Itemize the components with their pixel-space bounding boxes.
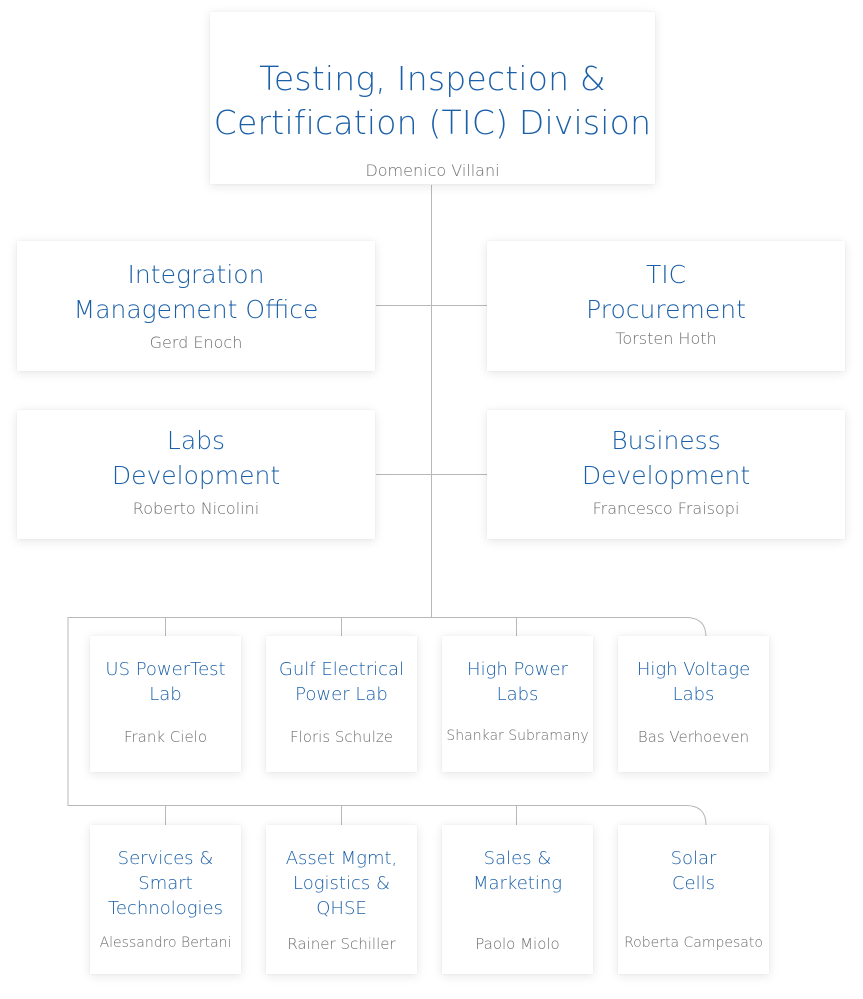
unit-head: Floris Schulze <box>290 728 393 746</box>
unit-title: Sales & Marketing <box>472 848 563 894</box>
unit-title: Gulf Electrical Power Lab <box>278 659 405 705</box>
unit-title: Services & Smart Technologies <box>107 848 223 919</box>
unit-head: Gerd Enoch <box>149 333 243 352</box>
unit-box-us-powertest-lab: US PowerTest Lab Frank Cielo <box>90 636 241 772</box>
unit-head: Paolo Miolo <box>475 935 560 953</box>
unit-title: Business Development <box>581 426 751 490</box>
unit-title: TIC Procurement <box>586 260 746 324</box>
unit-box-gulf-electrical-power-lab: Gulf Electrical Power Lab Floris Schulze <box>266 636 417 772</box>
unit-head: Shankar Subramany <box>446 728 589 744</box>
unit-box-services-smart-technologies: Services & Smart Technologies Alessandro… <box>90 825 241 974</box>
unit-title: Solar Cells <box>670 848 717 894</box>
unit-head: Francesco Fraisopi <box>592 499 740 518</box>
unit-box-high-voltage-labs: High Voltage Labs Bas Verhoeven <box>618 636 769 772</box>
division-head: Domenico Villani <box>365 161 500 180</box>
unit-box-integration-office: Integration Management Office Gerd Enoch <box>17 241 375 371</box>
unit-box-solar-cells: Solar Cells Roberta Campesato <box>618 825 769 974</box>
bus-line-1 <box>67 617 707 806</box>
unit-head: Rainer Schiller <box>287 935 396 953</box>
unit-title: US PowerTest Lab <box>105 659 226 705</box>
bus-line-2 <box>68 805 707 826</box>
unit-box-sales-marketing: Sales & Marketing Paolo Miolo <box>442 825 593 974</box>
unit-box-procurement: TIC Procurement Torsten Hoth <box>487 241 845 371</box>
unit-head: Bas Verhoeven <box>637 728 750 746</box>
unit-head: Frank Cielo <box>123 728 208 746</box>
unit-title: Asset Mgmt, Logistics & QHSE <box>285 848 398 919</box>
unit-box-asset-mgmt-logistics-qhse: Asset Mgmt, Logistics & QHSE Rainer Schi… <box>266 825 417 974</box>
unit-box-business-development: Business Development Francesco Fraisopi <box>487 410 845 539</box>
unit-box-high-power-labs: High Power Labs Shankar Subramany <box>442 636 593 772</box>
division-box: Testing, Inspection & Certification (TIC… <box>210 12 655 184</box>
unit-head: Roberto Nicolini <box>132 499 260 518</box>
unit-title: Integration Management Office <box>73 260 319 324</box>
unit-head: Roberta Campesato <box>624 935 763 951</box>
unit-title: Labs Development <box>111 426 281 490</box>
unit-head: Torsten Hoth <box>615 329 717 348</box>
unit-title: High Power Labs <box>467 659 568 705</box>
unit-box-labs-development: Labs Development Roberto Nicolini <box>17 410 375 539</box>
unit-head: Alessandro Bertani <box>99 935 232 951</box>
unit-title: High Voltage Labs <box>636 659 751 705</box>
division-title: Testing, Inspection & Certification (TIC… <box>213 59 652 142</box>
